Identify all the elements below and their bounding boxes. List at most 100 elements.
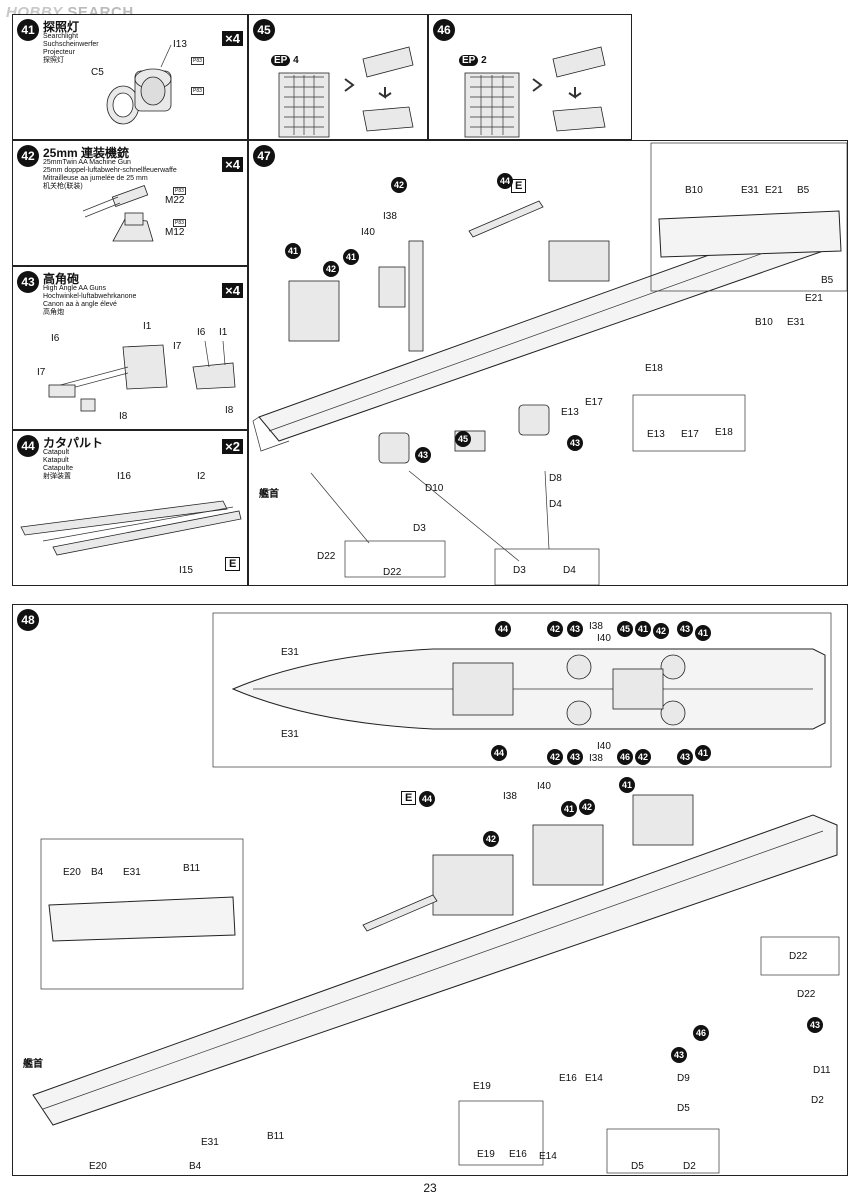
ref-step: 43 (567, 435, 583, 451)
part-label: I6 (197, 327, 206, 338)
ref-step: 43 (677, 621, 693, 637)
ref-step: 42 (323, 261, 339, 277)
sub-cn: 探照灯 (43, 57, 64, 64)
ref-step: 42 (483, 831, 499, 847)
part-label: E18 (715, 427, 733, 438)
etched-part-marker: E (511, 179, 527, 193)
part-label: B5 (797, 185, 810, 196)
part-label: E31 (281, 729, 299, 740)
step-number: 47 (253, 145, 275, 167)
multiplier-badge: ×4 (222, 283, 243, 298)
part-label: E20 (89, 1161, 107, 1172)
part-label: I38 (589, 621, 603, 632)
multiplier-badge: ×2 (222, 439, 243, 454)
bow-indicator: 艦首 (23, 1059, 43, 1070)
ep-code: EP (271, 55, 291, 66)
part-label: M22 (165, 195, 185, 206)
part-label: M12 (165, 227, 185, 238)
ref-step: 44 (491, 745, 507, 761)
part-label: D2 (683, 1161, 696, 1172)
part-label: E31 (201, 1137, 219, 1148)
part-label: E19 (477, 1149, 495, 1160)
part-label: I8 (119, 411, 128, 422)
part-label: E18 (645, 363, 663, 374)
part-label: I38 (589, 753, 603, 764)
part-label: I13 (173, 39, 187, 50)
part-label: I7 (173, 341, 182, 352)
ref-step: 46 (617, 749, 633, 765)
ref-step: 43 (415, 447, 431, 463)
sprue-tag: P83 (191, 57, 204, 65)
sub-cn: 射弹装置 (43, 473, 71, 480)
step-title: 25mm 連装機銃 (43, 146, 130, 160)
searchlight-drawing (106, 44, 172, 125)
ref-step: 44 (419, 791, 435, 807)
part-label: I40 (597, 741, 611, 752)
step-title: カタパルト (43, 436, 104, 450)
step-number: 46 (433, 19, 455, 41)
sub-en: 25mmTwin AA Machine Gun (43, 159, 131, 166)
part-label: D3 (513, 565, 526, 576)
part-label: E19 (473, 1081, 491, 1092)
ref-step: 42 (547, 621, 563, 637)
part-label: I40 (361, 227, 375, 238)
part-label: E14 (539, 1151, 557, 1162)
ref-step: 41 (635, 621, 651, 637)
part-label: D4 (549, 499, 562, 510)
sub-de: Suchscheinwerfer (43, 41, 99, 48)
part-label: C5 (91, 67, 104, 78)
part-label: D4 (563, 565, 576, 576)
ref-step: 42 (547, 749, 563, 765)
ref-step: 44 (495, 621, 511, 637)
step-title: 高角砲 (43, 272, 80, 286)
step-number: 44 (17, 435, 39, 457)
step-number: 48 (17, 609, 39, 631)
ref-step: 41 (619, 777, 635, 793)
ref-step: 42 (391, 177, 407, 193)
part-label: B11 (183, 863, 201, 874)
step-47-ship-drawing (252, 142, 847, 585)
part-label: I40 (597, 633, 611, 644)
sprue-tag: P83 (191, 87, 204, 95)
step-47-panel: 47 艦首 E 41 42 41 42 44 43 43 45 I38 I40 … (248, 140, 848, 586)
ref-step: 45 (617, 621, 633, 637)
sub-cn: 机关枪(联装) (43, 183, 83, 190)
part-label: E31 (787, 317, 805, 328)
part-label: D9 (677, 1073, 690, 1084)
part-label: E21 (765, 185, 783, 196)
step-title: 探照灯 (43, 20, 80, 34)
part-label: I8 (225, 405, 234, 416)
ref-step: 42 (653, 623, 669, 639)
part-label: B11 (267, 1131, 285, 1142)
ref-step: 46 (693, 1025, 709, 1041)
sub-de: 25mm doppel-luftabwehr-schnellfeuerwaffe (43, 167, 177, 174)
ref-step: 41 (561, 801, 577, 817)
step-number: 41 (17, 19, 39, 41)
bow-indicator: 艦首 (259, 489, 279, 500)
sprue-tag: P83 (173, 187, 186, 195)
part-label: D5 (677, 1103, 690, 1114)
part-label: B4 (91, 867, 104, 878)
sub-fr: Catapulte (43, 465, 73, 472)
part-label: E13 (647, 429, 665, 440)
photo-etch-drawing-46 (464, 46, 606, 138)
part-label: E31 (281, 647, 299, 658)
ep-code: EP (459, 55, 479, 66)
part-label: D22 (317, 551, 336, 562)
part-label: D8 (549, 473, 562, 484)
part-label: I38 (383, 211, 397, 222)
ref-step: 43 (677, 749, 693, 765)
sub-de: Hochwinkel-luftabwehrkanone (43, 293, 137, 300)
ref-step: 43 (567, 749, 583, 765)
ref-step: 41 (695, 625, 711, 641)
part-label: I15 (179, 565, 193, 576)
ref-step: 41 (285, 243, 301, 259)
part-label: I40 (537, 781, 551, 792)
part-label: D3 (413, 523, 426, 534)
ref-step: 43 (671, 1047, 687, 1063)
